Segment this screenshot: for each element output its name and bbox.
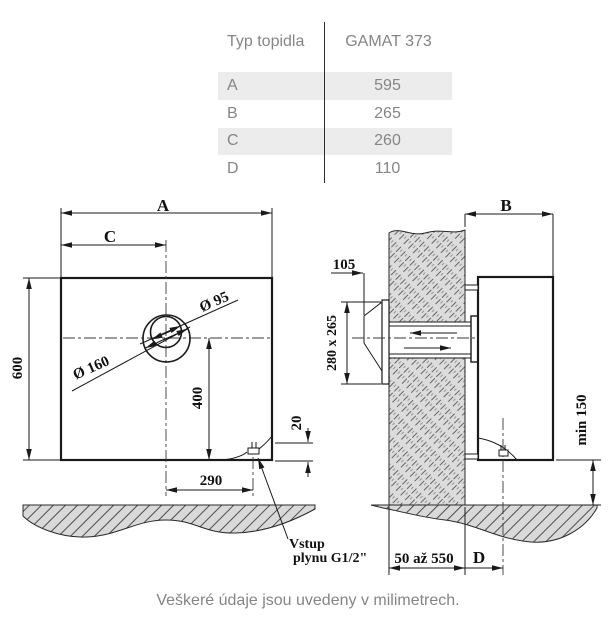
dim-duct-label: 280 x 265 bbox=[325, 315, 340, 371]
gas-leader-line bbox=[257, 457, 289, 540]
gas-sweep-arc bbox=[477, 437, 518, 461]
dia160-arrow bbox=[162, 328, 188, 341]
dia95-arrow bbox=[151, 329, 174, 340]
dim-600-label: 600 bbox=[10, 357, 26, 380]
spec-table: Typ topidla GAMAT 373 A 595 B 265 C 260 … bbox=[218, 22, 452, 183]
table-row: C 260 bbox=[218, 127, 452, 156]
dim-b-label: B bbox=[500, 196, 511, 215]
row-value: 260 bbox=[374, 132, 401, 150]
table-header-model: GAMAT 373 bbox=[345, 33, 432, 50]
dim-d-label: D bbox=[473, 548, 485, 567]
gas-fitting-side bbox=[498, 449, 509, 457]
row-value: 110 bbox=[374, 160, 401, 178]
front-view: Ø 95 Ø 160 A C 600 400 bbox=[10, 196, 367, 566]
dim-c-label: C bbox=[104, 227, 116, 246]
gas-inlet-label-line1: Vstup bbox=[289, 537, 325, 552]
mounting-bracket-bottom bbox=[464, 453, 479, 460]
dim-min150-label: min 150 bbox=[574, 394, 590, 445]
row-value: 265 bbox=[374, 104, 401, 122]
gas-pipe-curve bbox=[221, 451, 248, 461]
table-row: A 595 bbox=[218, 72, 452, 100]
units-caption: Veškeré údaje jsou uvedeny v milimetrech… bbox=[156, 592, 460, 609]
heater-body-side bbox=[476, 275, 555, 462]
dim-290-label: 290 bbox=[200, 473, 223, 489]
dim-wall-range-label: 50 až 550 bbox=[394, 551, 453, 567]
dia160-dim-line bbox=[71, 326, 191, 392]
row-label: D bbox=[227, 160, 239, 178]
flue-outer-circle bbox=[142, 314, 191, 363]
dim-400-label: 400 bbox=[190, 387, 206, 410]
row-label: A bbox=[227, 76, 238, 94]
side-view: B 105 280 x 265 min 150 50 až 550 D bbox=[325, 196, 601, 575]
gas-inlet-fitting bbox=[247, 447, 260, 455]
table-header-type: Typ topidla bbox=[227, 33, 305, 50]
dim-a-label: A bbox=[157, 196, 170, 215]
dim-105-label: 105 bbox=[333, 257, 356, 273]
row-label: C bbox=[227, 132, 239, 150]
gas-pipe-curve bbox=[258, 435, 273, 450]
terminal-cowl bbox=[363, 301, 383, 372]
floor-left bbox=[22, 504, 316, 538]
table-divider bbox=[324, 22, 325, 183]
mounting-bracket-top bbox=[464, 284, 479, 291]
table-row: D 110 bbox=[218, 155, 452, 183]
wall-upper bbox=[388, 229, 466, 323]
dim-20-label: 20 bbox=[289, 416, 305, 431]
row-value: 595 bbox=[374, 76, 401, 94]
heater-panel bbox=[59, 276, 274, 462]
dia160-arrow bbox=[145, 337, 168, 349]
wall-lower bbox=[388, 357, 466, 506]
table-header: Typ topidla GAMAT 373 bbox=[218, 22, 452, 72]
row-label: B bbox=[227, 104, 238, 122]
table-row: B 265 bbox=[218, 100, 452, 128]
floor-right bbox=[370, 504, 598, 543]
terminal-plate bbox=[381, 299, 390, 385]
gas-inlet-label-line2: plynu G1/2" bbox=[293, 551, 367, 566]
